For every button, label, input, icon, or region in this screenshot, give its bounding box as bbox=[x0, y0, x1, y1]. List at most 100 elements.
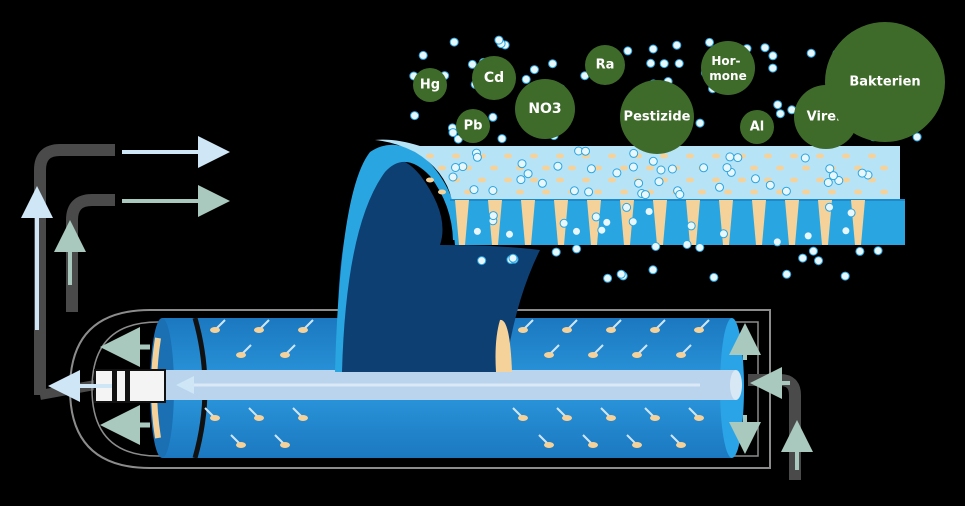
contaminant-pestizide: Pestizide bbox=[620, 80, 694, 154]
water-bubble bbox=[765, 180, 775, 190]
water-bubble bbox=[806, 48, 816, 58]
water-bubble bbox=[505, 229, 514, 239]
water-bubble bbox=[873, 246, 883, 256]
contaminant-bakterien: Bakterien bbox=[825, 22, 945, 142]
pore-head bbox=[210, 415, 220, 421]
sheet-dot bbox=[542, 189, 550, 195]
water-bubble bbox=[516, 175, 526, 185]
water-bubble bbox=[451, 163, 460, 172]
sheet-dot bbox=[686, 153, 694, 159]
water-bubble bbox=[488, 112, 498, 122]
water-bubble bbox=[469, 185, 479, 195]
water-bubble bbox=[569, 186, 579, 196]
pore-head bbox=[606, 415, 616, 421]
sheet-surface-dots bbox=[426, 153, 888, 195]
water-bubble bbox=[494, 35, 504, 45]
pore-head bbox=[544, 442, 554, 448]
sheet-dot bbox=[686, 177, 694, 183]
pore-head bbox=[562, 415, 572, 421]
water-bubble bbox=[798, 253, 808, 263]
contaminant-al: Al bbox=[740, 110, 774, 144]
svg-text:Hg: Hg bbox=[420, 78, 440, 93]
sheet-dot bbox=[698, 189, 706, 195]
contaminant-no3: NO3 bbox=[515, 79, 575, 139]
sheet-dot bbox=[426, 177, 434, 183]
water-bubble bbox=[410, 111, 420, 121]
water-bubble bbox=[768, 51, 778, 61]
pore-head bbox=[254, 327, 264, 333]
water-bubble bbox=[912, 132, 922, 142]
water-bubble bbox=[814, 256, 823, 266]
water-bubble bbox=[537, 178, 547, 188]
water-bubble bbox=[523, 169, 533, 179]
pore-head bbox=[676, 442, 686, 448]
water-bubble bbox=[646, 58, 656, 68]
sheet-dot bbox=[880, 189, 888, 195]
svg-text:Pestizide: Pestizide bbox=[624, 110, 691, 125]
pore-head bbox=[562, 327, 572, 333]
sheet-dot bbox=[594, 165, 602, 171]
water-bubble bbox=[823, 178, 833, 187]
sheet-dot bbox=[738, 177, 746, 183]
water-bubble bbox=[841, 226, 851, 236]
water-bubble bbox=[733, 153, 743, 163]
sheet-dot bbox=[802, 189, 810, 195]
water-bubble bbox=[629, 148, 639, 158]
pore-head bbox=[280, 352, 290, 358]
water-bubble bbox=[602, 217, 612, 227]
svg-text:Pb: Pb bbox=[464, 119, 483, 134]
contaminant-pb: Pb bbox=[456, 109, 490, 143]
water-bubble bbox=[855, 246, 865, 256]
svg-text:NO3: NO3 bbox=[528, 101, 561, 117]
water-bubble bbox=[597, 225, 607, 235]
pore-head bbox=[632, 352, 642, 358]
sheet-dot bbox=[426, 153, 434, 159]
pore-head bbox=[544, 352, 554, 358]
water-bubble bbox=[682, 240, 692, 249]
sheet-dot bbox=[620, 165, 628, 171]
sheet-dot bbox=[504, 177, 512, 183]
pore-head bbox=[298, 415, 308, 421]
pore-head bbox=[632, 442, 642, 448]
sheet-dot bbox=[790, 153, 798, 159]
water-bubble bbox=[448, 172, 458, 182]
contaminant-ra: Ra bbox=[585, 45, 625, 85]
water-bubble bbox=[773, 100, 783, 110]
water-bubble bbox=[591, 212, 601, 222]
contaminant-cd: Cd bbox=[472, 56, 516, 100]
water-bubble bbox=[508, 253, 518, 263]
sheet-dot bbox=[556, 153, 564, 159]
water-bubble bbox=[751, 174, 760, 184]
pore-head bbox=[650, 415, 660, 421]
water-bubble bbox=[612, 168, 622, 178]
sheet-dot bbox=[842, 177, 850, 183]
water-bubble bbox=[825, 202, 834, 212]
sheet-dot bbox=[530, 177, 538, 183]
water-bubble bbox=[674, 59, 684, 68]
sheet-pore bbox=[521, 200, 535, 245]
sheet-dot bbox=[712, 177, 720, 183]
water-bubble bbox=[695, 118, 705, 128]
svg-text:Ra: Ra bbox=[596, 58, 615, 73]
water-bubble bbox=[548, 59, 558, 69]
sheet-dot bbox=[582, 177, 590, 183]
water-bubble bbox=[828, 171, 838, 181]
water-bubble bbox=[768, 63, 778, 73]
water-bubble bbox=[846, 208, 856, 218]
water-bubble bbox=[648, 265, 658, 275]
water-bubble bbox=[772, 237, 782, 247]
sheet-dot bbox=[608, 177, 616, 183]
sheet-dot bbox=[646, 165, 654, 171]
sheet-dot bbox=[854, 189, 862, 195]
water-bubble bbox=[825, 164, 835, 174]
svg-text:Hor- mone: Hor- mone bbox=[709, 54, 746, 83]
sheet-dot bbox=[556, 177, 564, 183]
sheet-dot bbox=[764, 153, 772, 159]
water-bubble bbox=[586, 164, 596, 174]
water-bubble bbox=[467, 59, 477, 69]
contaminant-hormone: Hor- mone bbox=[701, 41, 755, 95]
svg-text:Al: Al bbox=[750, 120, 765, 135]
water-bubble bbox=[603, 273, 613, 283]
water-bubble bbox=[808, 246, 818, 256]
